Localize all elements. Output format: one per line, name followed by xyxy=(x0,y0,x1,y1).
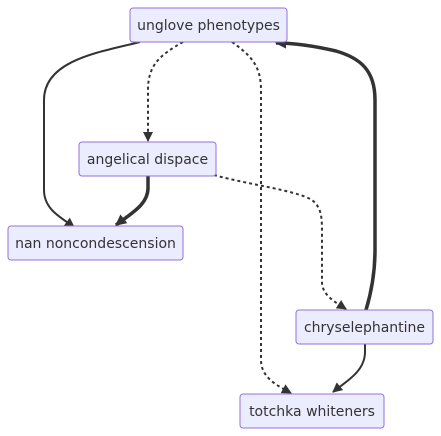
node-unglove-phenotypes[interactable]: unglove phenotypes xyxy=(129,7,288,43)
node-label: angelical dispace xyxy=(87,152,208,168)
node-label: chryselephantine xyxy=(304,320,425,336)
edge-chryse-to-totchka xyxy=(332,344,366,393)
edge-angelical-to-chryse xyxy=(213,174,347,310)
node-angelical-dispace[interactable]: angelical dispace xyxy=(78,141,217,177)
node-label: nan noncondescension xyxy=(15,236,176,252)
edges xyxy=(43,37,377,394)
edge-chryse-to-unglove xyxy=(274,37,377,311)
edge-unglove-to-angelical xyxy=(143,41,184,142)
node-label: unglove phenotypes xyxy=(137,18,280,34)
node-totchka-whiteners[interactable]: totchka whiteners xyxy=(239,393,385,429)
edge-unglove-to-nan xyxy=(43,41,141,228)
node-nan-noncondescension[interactable]: nan noncondescension xyxy=(7,225,184,261)
edge-angelical-to-nan xyxy=(114,176,150,227)
node-chryselephantine[interactable]: chryselephantine xyxy=(295,309,434,345)
edge-unglove-to-totchka xyxy=(231,41,292,394)
node-label: totchka whiteners xyxy=(249,404,375,420)
